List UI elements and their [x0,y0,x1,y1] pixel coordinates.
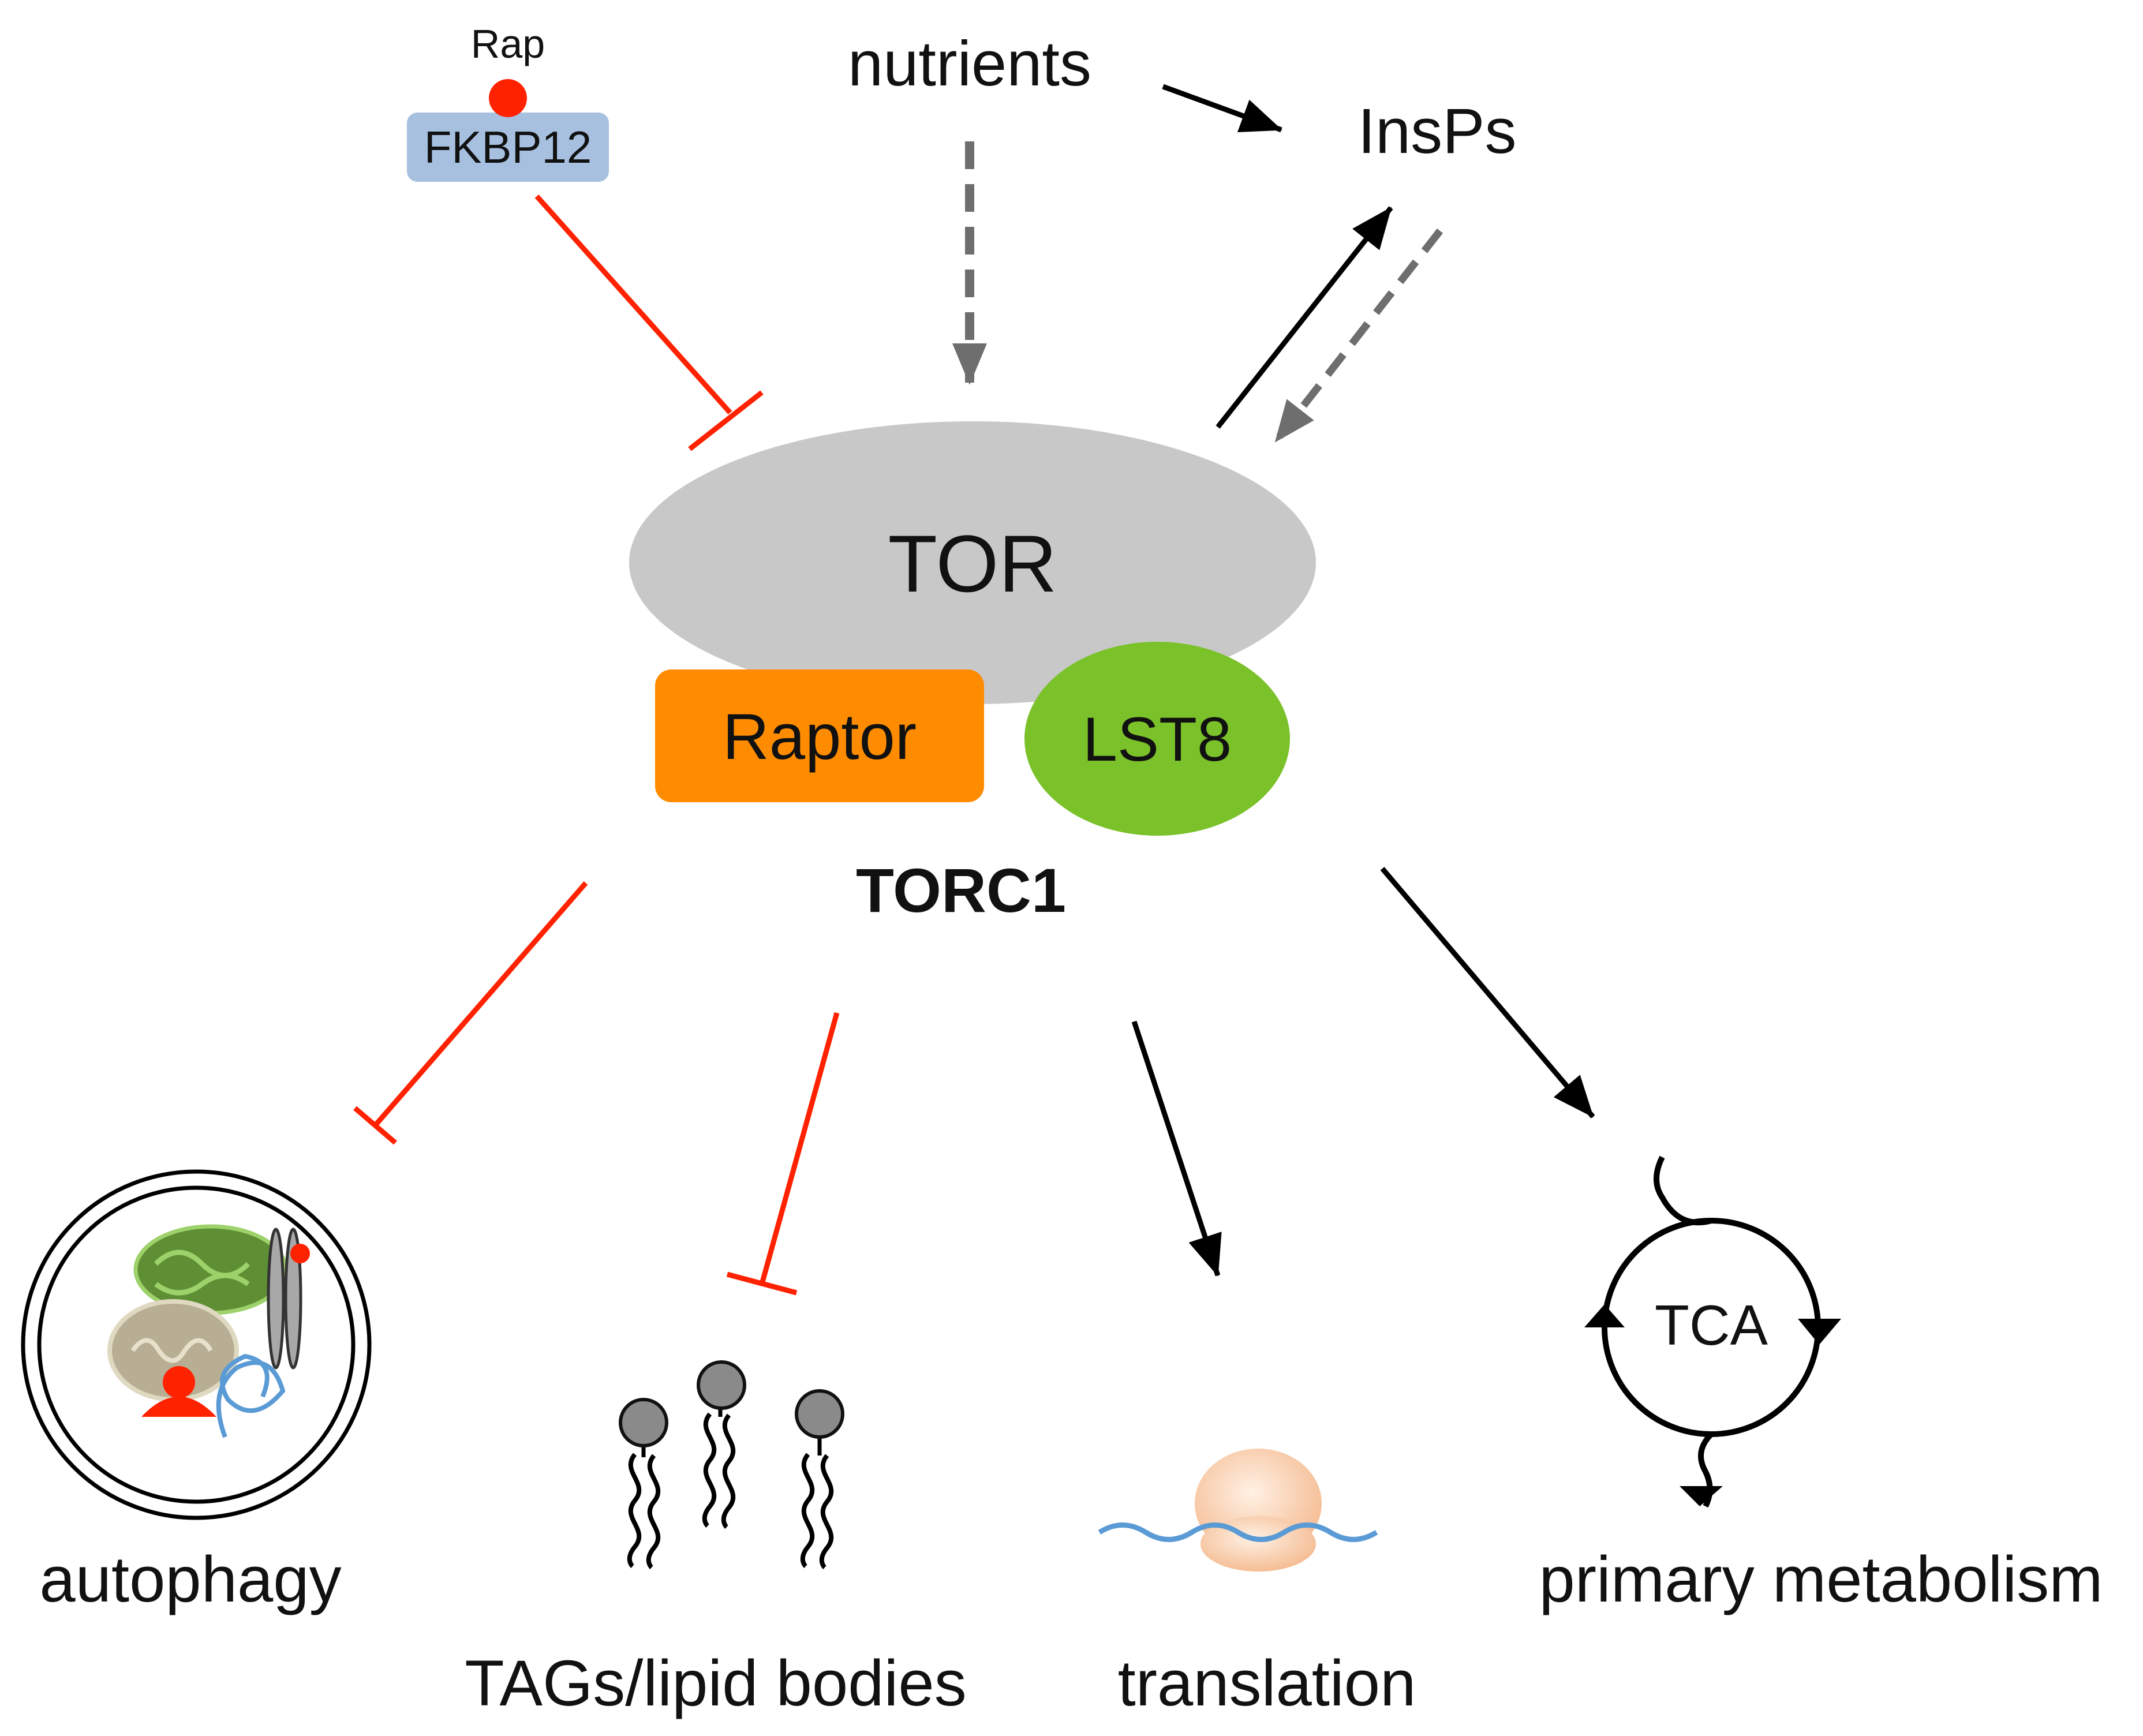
fkbp12-label: FKBP12 [424,122,592,173]
er-tangle-icon [216,1353,286,1438]
tca-label: TCA [1655,1293,1768,1357]
torc1-to-translation-edge [1131,1020,1222,1277]
chloroplast-icon [133,1224,288,1315]
vesicle-dot-icon [290,1244,310,1263]
golgi-red-icon [141,1366,216,1417]
tor-to-insps-edge [1216,206,1393,429]
rap-label: Rap [471,21,545,66]
lipid-molecule-2 [697,1360,746,1529]
torc1-to-primary-metabolism-edge [1380,867,1595,1118]
nutrients-to-insps-edge [1162,84,1282,133]
translation-label: translation [1118,1647,1416,1719]
tca-cycle-icon: TCA [1584,1155,1841,1508]
raptor-label: Raptor [723,701,917,773]
rap-inhibits-tor-edge [534,194,764,451]
rap-dot [489,79,527,117]
primary-metabolism-label: primary metabolism [1539,1543,2103,1615]
torc1-inhibits-tags-edge [726,1012,840,1296]
torc1-label: TORC1 [856,855,1066,925]
ribosome-icon [1098,1449,1378,1572]
autophagosome-icon [21,1169,372,1520]
tags-lipid-bodies-label: TAGs/lipid bodies [465,1647,966,1719]
torc1-complex: TOR Raptor LST8 TORC1 [629,421,1316,925]
autophagy-label: autophagy [39,1543,341,1615]
raptor-box [655,669,984,802]
tor-label: TOR [888,518,1057,609]
fkbp12-box [407,113,609,182]
membrane-stacks-icon [267,1228,302,1370]
rap-fkbp12-complex: Rap FKBP12 [407,21,609,182]
tor-ellipse [629,421,1316,704]
lst8-ellipse [1024,642,1290,836]
lipids-icon [619,1360,844,1570]
nutrients-label: nutrients [848,28,1091,99]
lipid-molecule-3 [795,1389,844,1570]
mrna-strand-icon [1098,1522,1378,1542]
torc1-inhibits-autophagy-edge [353,881,588,1145]
insps-to-tor-edge [1272,228,1443,444]
insps-label: InsPs [1357,96,1516,167]
lst8-label: LST8 [1083,704,1232,774]
lipid-molecule-1 [619,1398,668,1570]
